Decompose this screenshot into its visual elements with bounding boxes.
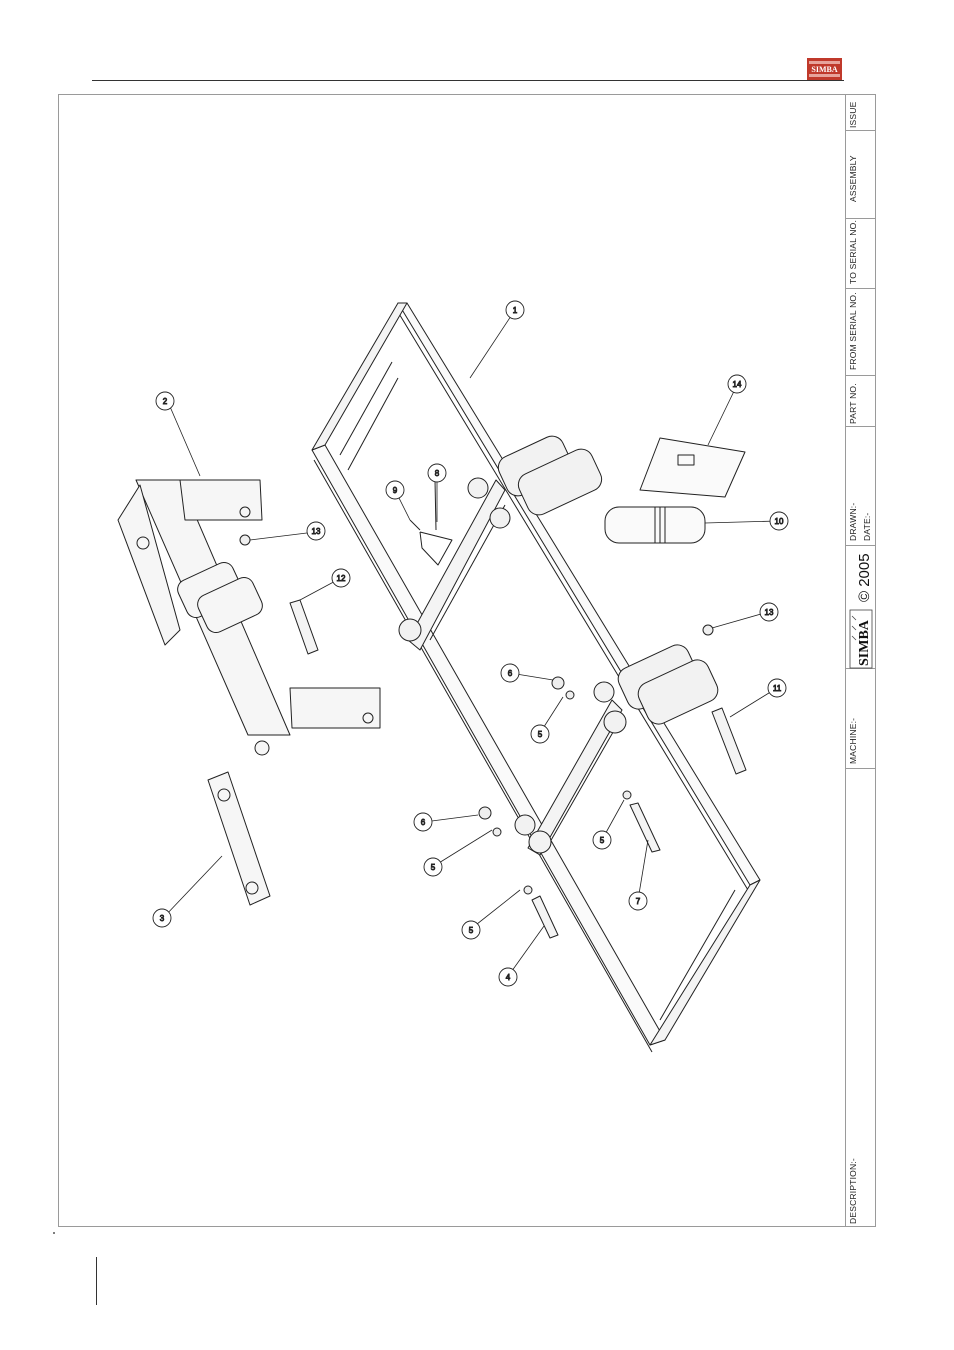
svg-text:12: 12: [337, 574, 346, 583]
svg-text:5: 5: [431, 863, 436, 872]
svg-text:1: 1: [513, 306, 518, 315]
svg-text:8: 8: [435, 469, 440, 478]
callout-5a: 5: [462, 921, 480, 939]
decal-part: [410, 480, 452, 565]
svg-text:2: 2: [163, 397, 168, 406]
frame-brackets: [399, 432, 722, 853]
cylinder-part: [605, 507, 705, 543]
svg-text:5: 5: [538, 730, 543, 739]
svg-text:6: 6: [508, 669, 513, 678]
callout-5d: 5: [593, 831, 611, 849]
svg-text:4: 4: [506, 973, 511, 982]
svg-text:6: 6: [421, 818, 426, 827]
callout-6a: 6: [501, 664, 519, 682]
callout-5c: 5: [531, 725, 549, 743]
svg-text:14: 14: [733, 380, 742, 389]
callout-13b: 13: [760, 603, 778, 621]
callout-1: 1: [506, 301, 524, 319]
manual-part: [640, 438, 745, 497]
callout-2: 2: [156, 392, 174, 410]
callout-9: 9: [386, 481, 404, 499]
svg-text:3: 3: [160, 914, 165, 923]
callout-10: 10: [770, 512, 788, 530]
svg-text:7: 7: [636, 897, 641, 906]
svg-text:13: 13: [312, 527, 321, 536]
callout-8: 8: [428, 464, 446, 482]
svg-text:9: 9: [393, 486, 398, 495]
callout-11: 11: [768, 679, 786, 697]
svg-text:11: 11: [773, 684, 782, 693]
callout-5b: 5: [424, 858, 442, 876]
link-bar: [208, 772, 270, 905]
callout-4: 4: [499, 968, 517, 986]
subframe-assembly: [118, 480, 380, 755]
svg-text:5: 5: [469, 926, 474, 935]
callout-6b: 6: [414, 813, 432, 831]
callout-14: 14: [728, 375, 746, 393]
callout-12: 12: [332, 569, 350, 587]
callout-3: 3: [153, 909, 171, 927]
svg-text:10: 10: [775, 517, 784, 526]
svg-text:5: 5: [600, 836, 605, 845]
callout-13a: 13: [307, 522, 325, 540]
svg-text:13: 13: [765, 608, 774, 617]
callout-7: 7: [629, 892, 647, 910]
